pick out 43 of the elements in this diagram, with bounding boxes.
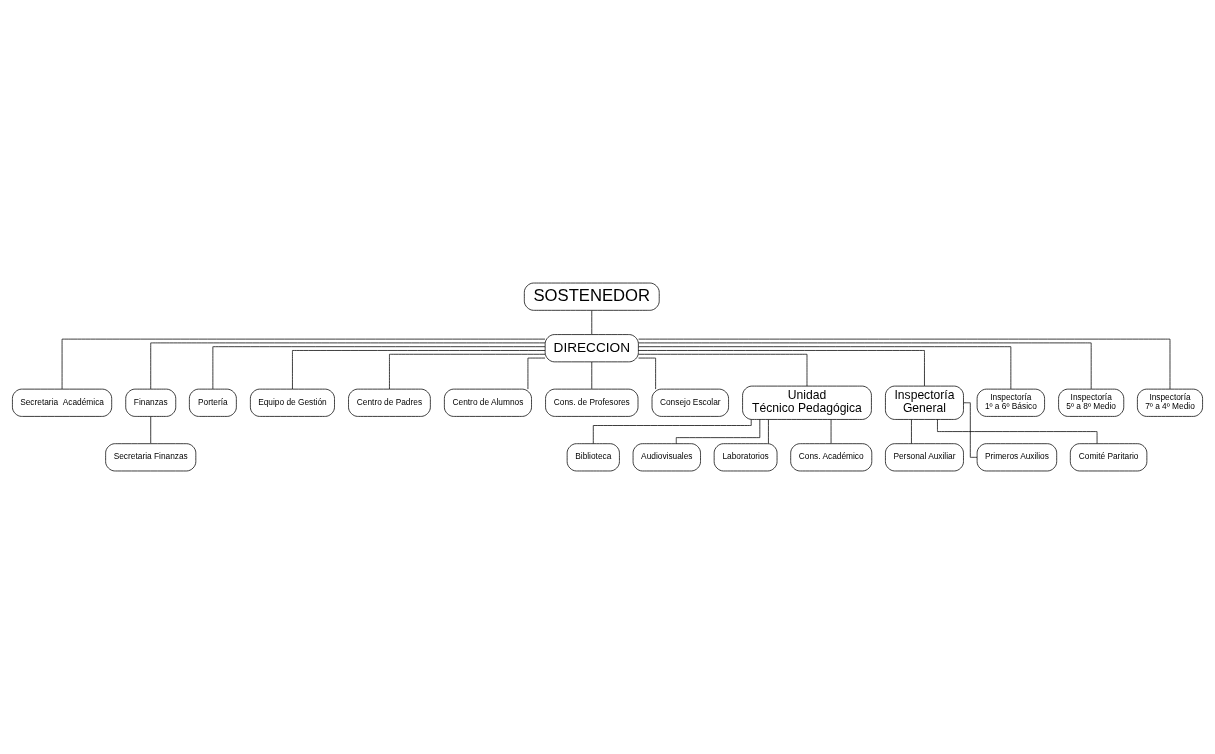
connector <box>963 402 978 458</box>
node-box: Consejo Escolar <box>651 388 729 417</box>
node-box: SOSTENEDOR <box>523 282 660 311</box>
node-box: Inspectoría 5º a 8º Medio <box>1058 388 1125 417</box>
node-box: Centro de Padres <box>348 388 431 417</box>
connector <box>292 350 546 390</box>
connector <box>675 419 761 444</box>
connector <box>592 419 752 444</box>
connector <box>591 310 593 335</box>
connector <box>638 346 1012 390</box>
node-box: Audiovisuales <box>632 443 701 472</box>
connector <box>937 419 1098 444</box>
node-box: Inspectoría 1º a 6º Básico <box>976 388 1045 417</box>
connector <box>150 416 152 444</box>
node-box: Comité Paritario <box>1069 443 1148 472</box>
node-box: Cons. de Profesores <box>545 388 639 417</box>
connector <box>389 353 546 390</box>
connector <box>61 338 546 390</box>
connector <box>768 419 769 444</box>
connector <box>591 361 593 390</box>
node-box: Unidad Técnico Pedagógica <box>742 385 872 420</box>
node-box: Inspectoría General <box>885 385 964 420</box>
node-box: DIRECCION <box>544 334 639 363</box>
node-box: Equipo de Gestión <box>250 388 335 417</box>
node-box: Portería <box>189 388 237 417</box>
node-box: Secretaria Finanzas <box>105 443 197 472</box>
connector <box>638 342 1092 390</box>
node-box: Laboratorios <box>713 443 778 472</box>
node-box: Primeros Auxilios <box>976 443 1058 472</box>
connector <box>830 419 832 444</box>
node-box: Centro de Alumnos <box>444 388 532 417</box>
node-box: Cons. Académico <box>790 443 873 472</box>
connector <box>638 357 656 390</box>
connector <box>527 357 546 390</box>
node-box: Personal Auxiliar <box>885 443 964 472</box>
node-box: Secretaria Académica <box>12 388 113 417</box>
node-box: Finanzas <box>125 388 177 417</box>
connector <box>911 419 912 444</box>
node-box: Inspectoría 7º a 4º Medio <box>1137 388 1203 417</box>
connector <box>150 342 546 390</box>
connector <box>638 350 925 387</box>
node-box: Biblioteca <box>566 443 620 472</box>
connector <box>212 346 546 390</box>
